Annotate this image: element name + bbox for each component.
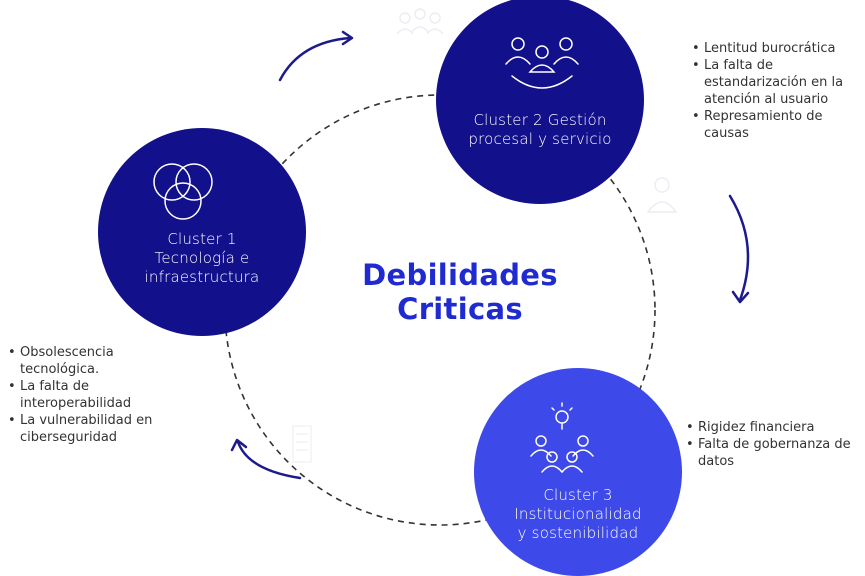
bullet-item: Obsolescencia tecnológica. <box>6 344 164 378</box>
cluster-1-bullets: Obsolescencia tecnológica. La falta de i… <box>6 344 164 446</box>
idea-team-icon <box>530 402 594 473</box>
bullet-item: Represamiento de causas <box>690 108 862 142</box>
cluster-3-line: Cluster 3 <box>543 486 613 504</box>
cluster-1-line: Cluster 1 <box>167 230 237 248</box>
bullet-item: Lentitud burocrática <box>690 40 862 57</box>
bullet-item: Falta de gobernanza de datos <box>684 436 862 470</box>
faint-people-icon <box>396 8 444 35</box>
cluster-2-bullets: Lentitud burocrática La falta de estanda… <box>690 40 862 142</box>
cluster-1-circle <box>98 128 306 336</box>
cluster-2-label: Cluster 2 Gestión procesal y servicio <box>450 111 630 149</box>
center-title-line: Criticas <box>397 292 523 326</box>
cycle-arrow-right <box>728 194 750 304</box>
faint-person-icon <box>646 177 678 213</box>
bullet-item: Rigidez financiera <box>684 419 862 436</box>
cluster-2-circle <box>436 0 644 204</box>
cluster-1-line: infraestructura <box>144 268 260 286</box>
faint-building-icon <box>292 425 312 463</box>
bullet-item: La falta de estandarización en la atenci… <box>690 57 862 108</box>
cluster-1-label: Cluster 1 Tecnología e infraestructura <box>112 230 292 287</box>
cluster-3-bullets: Rigidez financiera Falta de gobernanza d… <box>684 419 862 470</box>
center-title: Debilidades Criticas <box>340 258 580 326</box>
cluster-3-line: Institucionalidad <box>514 505 642 523</box>
cycle-arrow-bottom <box>230 438 302 480</box>
team-people-icon <box>505 37 579 89</box>
center-title-line: Debilidades <box>362 258 558 292</box>
cycle-arrow-top <box>278 30 354 82</box>
cluster-3-label: Cluster 3 Institucionalidad y sostenibil… <box>488 486 668 543</box>
cluster-2-line: Cluster 2 Gestión <box>473 111 607 129</box>
cluster-3-line: y sostenibilidad <box>517 524 639 542</box>
venn-circles-icon <box>153 163 213 220</box>
bullet-item: La vulnerabilidad en ciberseguridad <box>6 412 164 446</box>
bullet-item: La falta de interoperabilidad <box>6 378 164 412</box>
cluster-1-line: Tecnología e <box>154 249 250 267</box>
cluster-3-circle <box>474 368 682 576</box>
cluster-2-line: procesal y servicio <box>468 130 612 148</box>
